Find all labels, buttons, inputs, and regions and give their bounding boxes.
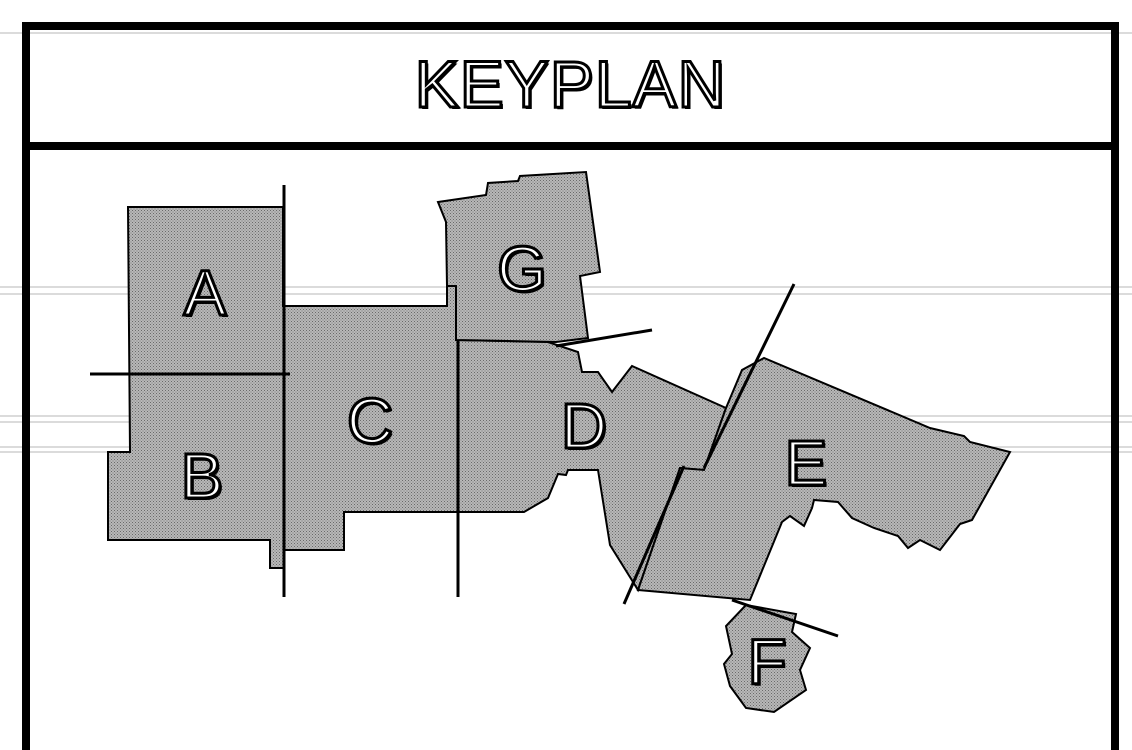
zone-shape-f (722, 603, 812, 714)
zone-shape-g (436, 170, 602, 344)
title-frame (22, 22, 1119, 750)
zone-label-c: C (345, 385, 394, 457)
zone-label-b: B (179, 440, 225, 512)
divider-d-e-lower (622, 465, 686, 605)
zone-label-f: F (746, 626, 788, 698)
zone-label-g: G (496, 233, 549, 305)
zone-shape-e (636, 356, 1012, 602)
divider-e-f (731, 598, 839, 638)
zone-label-d: D (559, 390, 608, 462)
title-box (22, 22, 1119, 150)
divider-d-e-upper (702, 283, 796, 469)
divider-g-d (555, 328, 653, 348)
zone-dividers (90, 185, 839, 638)
keyplan-title: KEYPLAN (413, 46, 727, 123)
building-plan (107, 170, 1012, 714)
zone-label-a: A (182, 257, 228, 329)
zone-label-e: E (783, 427, 829, 499)
